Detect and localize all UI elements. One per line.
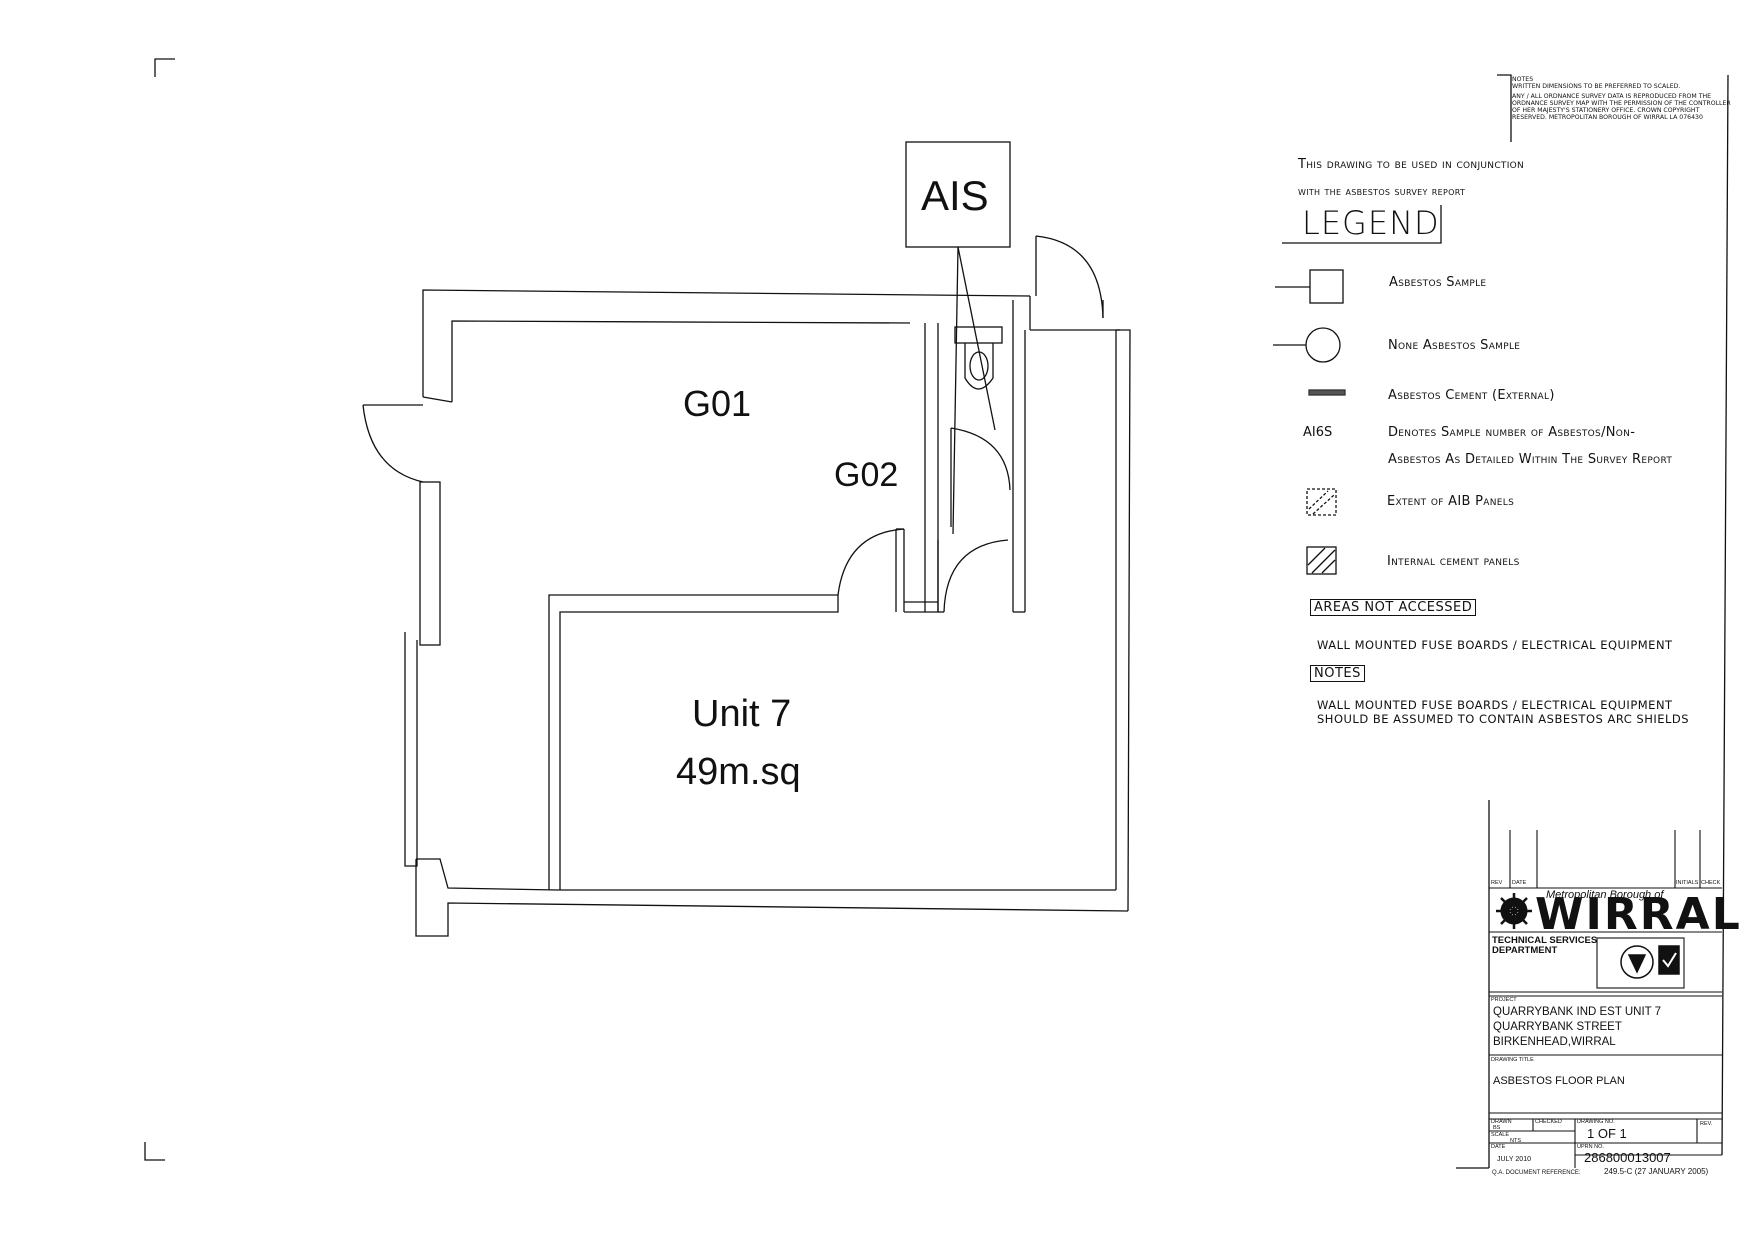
notes-badge: Notes: [1310, 665, 1365, 682]
conjunction-line-1: This drawing to be used in conjunction: [1298, 157, 1525, 172]
tb-drawing-no-label: DRAWING NO.: [1577, 1119, 1615, 1125]
notes-text-line-2: should be assumed to contain asbestos ar…: [1317, 712, 1690, 726]
legend-title: LEGEND: [1302, 204, 1440, 242]
conjunction-note: This drawing to be used in conjunction w…: [1298, 152, 1524, 204]
room-label-g02: G02: [834, 456, 898, 494]
areas-not-accessed-text: Wall mounted fuse boards / electrical eq…: [1317, 638, 1673, 652]
council-name: WIRRAL: [1535, 889, 1742, 940]
aib-panels-symbol: [1306, 488, 1337, 516]
notes-dimensions: Written dimensions to be preferred to sc…: [1512, 83, 1681, 90]
sheet-border: [1456, 74, 1729, 1169]
drawing-notes: Notes Written dimensions to be preferred…: [1512, 76, 1732, 124]
legend-cement-panels: Internal cement panels: [1387, 554, 1520, 569]
door-swings: [362, 235, 1104, 613]
legend-aib-panels: Extent of AIB Panels: [1387, 494, 1515, 509]
tb-scale-label: SCALE: [1491, 1132, 1510, 1138]
notes-text-line-1: Wall mounted fuse boards / electrical eq…: [1317, 698, 1673, 712]
department-line-2: DEPARTMENT: [1492, 945, 1558, 956]
notes-heading: Notes: [1512, 76, 1534, 83]
legend-sample-number-line-2: Asbestos As Detailed Within The Survey R…: [1388, 452, 1673, 467]
ais-sample-marker: [905, 141, 1011, 535]
toilet-fixture: [954, 326, 1003, 390]
project-line-2: QUARRYBANK STREET: [1493, 1021, 1622, 1033]
tb-drawing-no-value: 1 OF 1: [1587, 1126, 1627, 1141]
areas-not-accessed-badge: Areas not accessed: [1310, 599, 1477, 616]
exterior-walls: [404, 289, 1131, 937]
ukas-badge: [1658, 945, 1680, 975]
tb-date-label: DATE: [1512, 880, 1527, 886]
crop-mark-bottom-left: [144, 1142, 165, 1161]
legend-none-asbestos-sample: None Asbestos Sample: [1388, 338, 1521, 353]
tb-initials-label: INITIALS: [1676, 880, 1699, 886]
tb-drawn-label: DRAWN: [1491, 1119, 1512, 1125]
tb-checked-label: CHECKED: [1535, 1119, 1562, 1125]
legend-sample-code: AI6S: [1303, 425, 1333, 440]
tb-drawn-value: BS: [1493, 1125, 1501, 1131]
tb-project-label: PROJECT: [1491, 997, 1517, 1003]
crop-mark-top-left: [154, 58, 175, 77]
conjunction-line-2: with the asbestos survey report: [1298, 184, 1466, 198]
legend-asbestos-cement: Asbestos Cement (External): [1388, 388, 1555, 403]
room-label-g01: G01: [683, 383, 751, 424]
tb-rev-number-label: REV.: [1700, 1121, 1713, 1127]
tb-qa-label: Q.A. DOCUMENT REFERENCE:: [1492, 1170, 1581, 1176]
project-address: QUARRYBANK IND EST UNIT 7 QUARRYBANK STR…: [1493, 1005, 1661, 1050]
asbestos-sample-symbol: [1309, 269, 1344, 304]
quality-badges: [1620, 945, 1680, 979]
department-name: TECHNICAL SERVICES DEPARTMENT: [1492, 936, 1597, 956]
tb-rev-label: REV: [1491, 880, 1503, 886]
none-asbestos-sample-symbol: [1305, 327, 1341, 363]
cement-panels-symbol: [1306, 546, 1337, 575]
tb-date-value: JULY 2010: [1497, 1156, 1531, 1163]
drawing-title: ASBESTOS FLOOR PLAN: [1493, 1075, 1625, 1087]
ais-label: AIS: [921, 172, 989, 219]
project-line-3: BIRKENHEAD,WIRRAL: [1493, 1036, 1616, 1048]
council-small-text: Metropolitan Borough of: [1546, 889, 1664, 901]
wirral-emblem: [1496, 893, 1532, 929]
legend-sample-number-line-1: Denotes Sample number of Asbestos/Non-: [1388, 425, 1636, 440]
tb-uprn-label: UPRN NO.: [1577, 1144, 1604, 1150]
tb-date-field-label: DATE: [1491, 1144, 1506, 1150]
department-line-1: TECHNICAL SERVICES: [1492, 935, 1598, 946]
tb-uprn-value: 286800013007: [1584, 1150, 1671, 1165]
tb-drawing-title-label: DRAWING TITLE: [1491, 1057, 1534, 1063]
unit-name-label: Unit 7: [692, 693, 791, 735]
asbestos-cement-symbol: [1308, 389, 1346, 396]
notes-ordnance: Any / all ordnance survey data is reprod…: [1512, 93, 1731, 121]
bsi-badge: [1620, 945, 1654, 979]
unit-area-label: 49m.sq: [676, 751, 801, 793]
legend-asbestos-sample: Asbestos Sample: [1389, 275, 1487, 290]
tb-scale-value: NTS: [1510, 1138, 1521, 1144]
project-line-1: QUARRYBANK IND EST UNIT 7: [1493, 1006, 1662, 1018]
title-block-grid: [1489, 830, 1722, 1168]
legend-symbols: [1273, 205, 1442, 575]
tb-check-label: CHECK: [1701, 880, 1721, 886]
tb-qa-value: 249.5-C (27 JANUARY 2005): [1604, 1167, 1709, 1176]
